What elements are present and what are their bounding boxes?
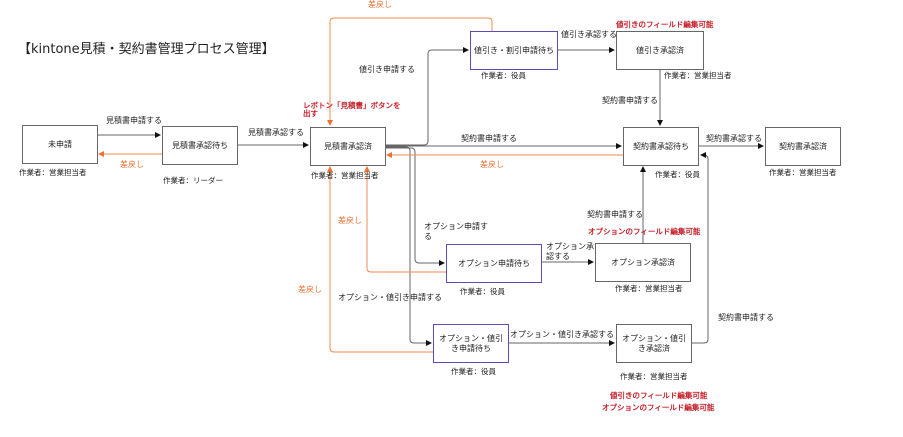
state-optnebiki-zumi: オプション・値引き承認済: [616, 324, 692, 363]
note-both-nebiki: 値引きのフィールド編集可能: [610, 391, 708, 400]
worker-label: 作業者：役員: [451, 367, 496, 376]
worker-label: 作業者：営業担当者: [769, 168, 837, 177]
action-label: 契約書申請する: [602, 96, 658, 105]
edge-keiyaku-shinsei-4: [692, 152, 709, 344]
worker-label: 作業者：営業担当者: [311, 171, 379, 180]
note-both-option: オプションのフィールド編集可能: [602, 403, 715, 412]
state-mishinsei: 未申請: [22, 125, 98, 164]
return-label: 差戻し: [120, 160, 144, 169]
edge-option-shinsei: [385, 147, 445, 266]
state-label: 値引き承認済: [636, 45, 684, 55]
state-label: 値引き・割引申請待ち: [474, 45, 554, 55]
action-label: オプション・値引き申請する: [338, 293, 442, 302]
note-nebiki-field: 値引きのフィールド編集可能: [616, 20, 714, 29]
note-button: レボトン「見積書」ボタンを出す: [303, 101, 401, 118]
action-label: 見積書申請する: [106, 116, 162, 125]
action-label: オプション承認する: [546, 242, 594, 261]
action-label: オプション申請する: [424, 222, 488, 241]
edge-return-5: [327, 166, 433, 353]
state-label: 見積書承認済: [324, 141, 372, 151]
state-mitsumori-machi: 見積書承認待ち: [162, 126, 238, 165]
worker-label: 作業者：役員: [481, 71, 526, 80]
state-keiyaku-zumi: 契約書承認済: [765, 127, 841, 166]
worker-label: 作業者：営業担当者: [620, 372, 688, 381]
state-label: 見積書承認待ち: [172, 140, 228, 150]
return-label: 差戻し: [368, 0, 392, 9]
action-label: 契約書申請する: [461, 134, 517, 143]
state-label: オプション承認済: [611, 257, 675, 267]
state-nebiki-machi: 値引き・割引申請待ち: [470, 31, 558, 70]
state-label: オプション・値引き申請待ち: [439, 333, 503, 353]
state-optnebiki-machi: オプション・値引き申請待ち: [433, 324, 509, 363]
state-label: 未申請: [48, 139, 72, 149]
edge-return-2: [327, 17, 493, 126]
edge-nebiki-shinsei: [385, 47, 469, 146]
state-mitsumori-zumi: 見積書承認済: [310, 127, 386, 166]
action-label: 契約書申請する: [718, 313, 774, 322]
page-title: 【kintone見積・契約書管理プロセス管理】: [18, 42, 275, 57]
note-option-field: オプションのフィールド編集可能: [588, 227, 701, 236]
state-label: オプション・値引き承認済: [622, 333, 686, 353]
worker-label: 作業者：営業担当者: [19, 168, 87, 177]
action-label: 見積書承認する: [248, 128, 304, 137]
edge-optnebiki-shinsei: [385, 146, 432, 346]
action-label: オプション・値引き承認する: [510, 330, 614, 339]
state-option-machi: オプション申請待ち: [446, 244, 542, 283]
return-label: 差戻し: [298, 285, 322, 294]
state-option-zumi: オプション承認済: [595, 243, 691, 282]
state-label: オプション申請待ち: [458, 258, 530, 268]
worker-label: 作業者：役員: [655, 170, 700, 179]
edge-return-4: [364, 166, 446, 273]
state-nebiki-zumi: 値引き承認済: [616, 31, 704, 70]
action-label: 契約書承認する: [706, 134, 762, 143]
state-keiyaku-machi: 契約書承認待ち: [623, 127, 699, 166]
state-label: 契約書承認済: [779, 141, 827, 151]
worker-label: 作業者：営業担当者: [615, 284, 683, 293]
worker-label: 作業者：役員: [460, 287, 505, 296]
return-label: 差戻し: [338, 216, 362, 225]
action-label: 契約書申請する: [587, 210, 643, 219]
worker-label: 作業者：リーダー: [163, 176, 223, 185]
return-label: 差戻し: [480, 160, 504, 169]
state-label: 契約書承認待ち: [633, 141, 689, 151]
action-label: 値引き申請する: [359, 65, 415, 74]
action-label: 値引き承認する: [561, 30, 617, 39]
worker-label: 作業者：営業担当者: [664, 71, 732, 80]
